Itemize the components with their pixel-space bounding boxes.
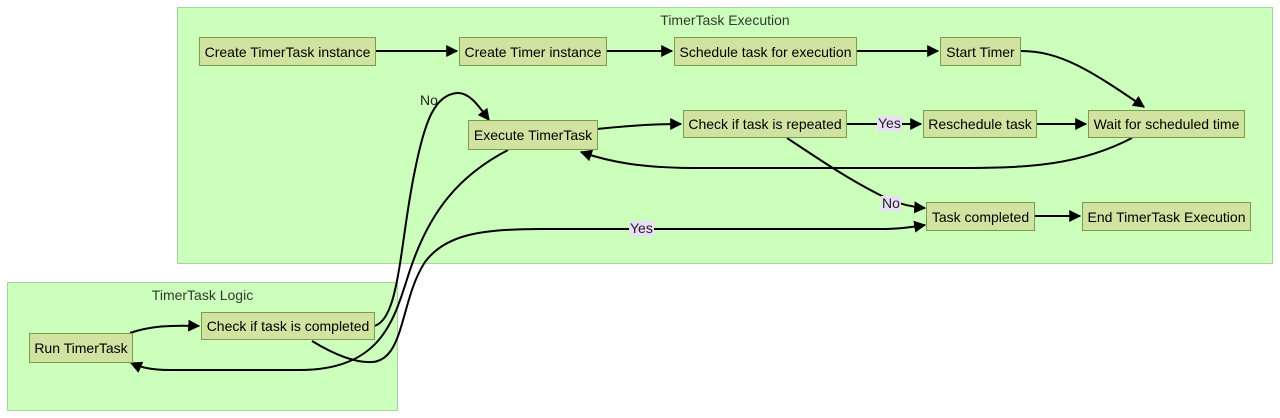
edge-start-timer-to-wait	[1020, 50, 1145, 108]
cluster-title-execution: TimerTask Execution	[660, 12, 790, 28]
node-create-timer-instance[interactable]: Create Timer instance	[459, 37, 607, 66]
edge-execute-to-run	[129, 149, 509, 373]
edge-run-to-check-completed	[129, 319, 201, 334]
node-run-timertask[interactable]: Run TimerTask	[29, 333, 133, 363]
node-check-if-task-is-completed[interactable]: Check if task is completed	[201, 312, 375, 340]
edge-label-repeated-no: No	[881, 195, 901, 211]
edge-label-completed-no: No	[420, 92, 438, 108]
node-end-timertask-execution[interactable]: End TimerTask Execution	[1082, 202, 1251, 231]
cluster-title-logic: TimerTask Logic	[151, 287, 254, 303]
node-schedule-task[interactable]: Schedule task for execution	[674, 37, 857, 66]
node-execute-timertask[interactable]: Execute TimerTask	[468, 120, 598, 150]
node-task-completed[interactable]: Task completed	[926, 202, 1035, 231]
node-wait-for-scheduled-time[interactable]: Wait for scheduled time	[1088, 110, 1245, 138]
node-create-timertask-instance[interactable]: Create TimerTask instance	[199, 37, 376, 66]
node-check-if-task-is-repeated[interactable]: Check if task is repeated	[683, 110, 847, 138]
edge-check-completed-yes-to-completed	[311, 220, 927, 364]
edge-label-repeated-yes: Yes	[877, 115, 902, 131]
edge-execute-to-check-repeated	[596, 118, 683, 131]
node-start-timer[interactable]: Start Timer	[940, 37, 1021, 66]
edge-check-completed-no-to-execute	[373, 91, 490, 327]
node-reschedule-task[interactable]: Reschedule task	[923, 110, 1037, 138]
edge-check-repeated-to-completed	[786, 137, 927, 214]
edge-label-completed-yes: Yes	[629, 220, 654, 236]
edge-wait-to-execute	[579, 137, 1133, 169]
